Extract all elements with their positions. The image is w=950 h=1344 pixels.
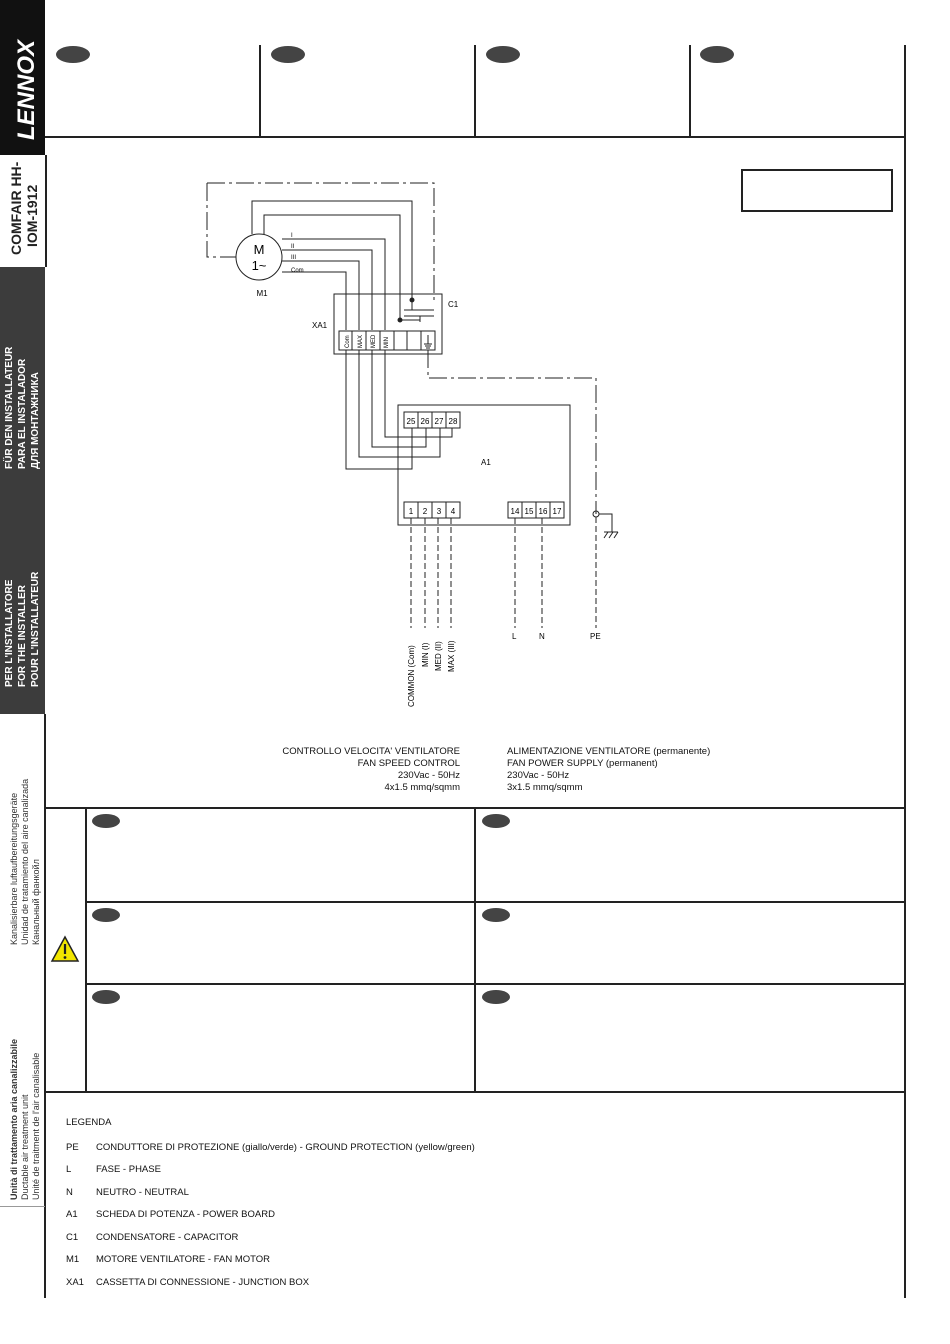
xa1-terminal-min: MIN — [384, 337, 390, 348]
wire-label-n: N — [539, 632, 545, 641]
junction-box-label: XA1 — [312, 321, 328, 330]
installer-band: FÜR DEN INSTALLATEUR PARA EL INSTALADOR … — [0, 267, 45, 714]
wire-label-max: MAX (III) — [447, 640, 456, 672]
wire-label-med: MED (II) — [434, 641, 443, 671]
language-flag-de — [700, 46, 734, 63]
terminal-16: 16 — [539, 507, 548, 516]
xa1-terminal-max: MAX — [358, 335, 364, 348]
doc-code-band: COMFAIR HH- IOM-1912 — [0, 155, 47, 267]
language-flag-it — [56, 46, 90, 63]
board-label: A1 — [481, 458, 491, 467]
xa1-terminal-com: Com — [345, 335, 351, 348]
xa1-terminal-med: MED — [371, 334, 377, 348]
wire-label-common: COMMON (Com) — [407, 645, 416, 707]
winding-2: II — [291, 244, 295, 250]
terminal-2: 2 — [423, 507, 428, 516]
motor-phase: 1~ — [252, 258, 267, 273]
drawing-title-box — [741, 169, 893, 212]
product-fr: Unité de traitment de l'air canalisable — [31, 1052, 41, 1200]
wire-label-pe: PE — [590, 632, 601, 641]
product-de: Kanalisierbare luftaufbereitungsgeräte — [9, 792, 19, 945]
terminal-15: 15 — [525, 507, 534, 516]
product-it: Unità di trattamento aria canalizzabile — [9, 1038, 19, 1200]
terminal-1: 1 — [409, 507, 414, 516]
terminal-3: 3 — [437, 507, 442, 516]
language-flag-6 — [482, 990, 510, 1004]
wiring-diagram: M 1~ M1 I II III Com C1 XA1 Com MAX MED … — [206, 182, 619, 707]
product-es: Unidad de tratamiento del aire canalizad… — [20, 778, 30, 945]
terminal-4: 4 — [451, 507, 456, 516]
motor-label: M1 — [256, 289, 268, 298]
language-flag-fr — [486, 46, 520, 63]
wire-label-l: L — [512, 632, 517, 641]
legend-title: LEGENDA — [66, 1117, 112, 1128]
language-flag-5 — [92, 990, 120, 1004]
logo-band: LENNOX — [0, 0, 45, 155]
terminal-27: 27 — [435, 417, 444, 426]
motor-symbol: M — [254, 242, 265, 257]
terminal-14: 14 — [511, 507, 520, 516]
winding-3: III — [291, 255, 296, 261]
terminal-28: 28 — [449, 417, 458, 426]
warning-icon — [50, 935, 80, 962]
terminal-26: 26 — [421, 417, 430, 426]
speed-control-caption: CONTROLLO VELOCITA' VENTILATORE FAN SPEE… — [282, 746, 460, 793]
capacitor-label: C1 — [448, 300, 459, 309]
winding-1: I — [291, 233, 293, 239]
language-flag-1 — [92, 814, 120, 828]
language-flag-en — [271, 46, 305, 63]
wire-label-min: MIN (I) — [421, 642, 430, 667]
language-flag-4 — [482, 908, 510, 922]
terminal-17: 17 — [553, 507, 562, 516]
language-flag-3 — [92, 908, 120, 922]
product-en: Ductable air treatment unit — [20, 1094, 30, 1200]
power-supply-caption: ALIMENTAZIONE VENTILATORE (permanente) F… — [507, 746, 711, 793]
winding-com: Com — [291, 268, 304, 274]
product-ru: Канальный фанкойл — [31, 859, 41, 945]
language-flag-2 — [482, 814, 510, 828]
terminal-25: 25 — [407, 417, 416, 426]
